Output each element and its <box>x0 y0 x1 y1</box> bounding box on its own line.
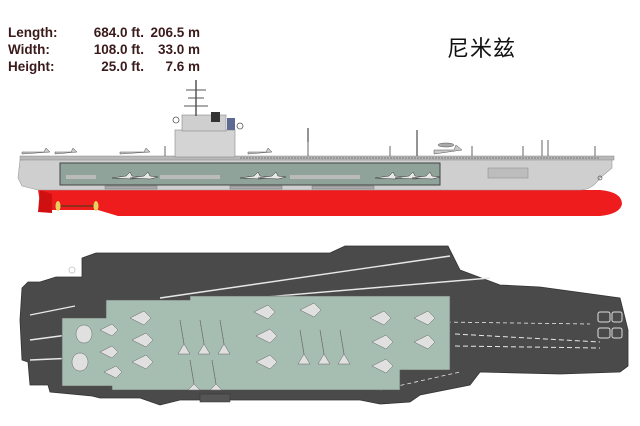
spec-feet: 684.0 ft. <box>93 25 144 40</box>
spec-feet: 25.0 ft. <box>101 59 144 74</box>
spec-label: Length: <box>8 25 58 40</box>
hangar-aircraft-top <box>71 302 436 391</box>
propeller-icon <box>93 201 99 211</box>
spec-length: Length: 684.0 ft. 206.5 m <box>8 24 200 41</box>
anchor-icon <box>597 175 603 181</box>
hangar-small-aircraft <box>66 175 360 179</box>
spec-label: Height: <box>8 59 55 74</box>
bow-markings <box>597 311 623 339</box>
spec-meters: 206.5 m <box>150 25 200 40</box>
spec-meters: 33.0 m <box>157 42 200 57</box>
spec-label: Width: <box>8 42 50 57</box>
spec-feet: 108.0 ft. <box>93 42 144 57</box>
spec-meters: 7.6 m <box>165 59 200 74</box>
antenna-top-icon <box>68 266 76 274</box>
island-top <box>199 393 231 403</box>
island-superstructure <box>172 80 244 158</box>
specifications-table: Length: 684.0 ft. 206.5 m Width: 108.0 f… <box>8 24 200 75</box>
spec-height: Height: 25.0 ft. 7.6 m <box>8 58 200 75</box>
elevator <box>311 185 375 190</box>
propeller-icon <box>55 201 61 211</box>
ship-name-title: 尼米兹 <box>447 37 517 62</box>
spec-width: Width: 108.0 ft. 33.0 m <box>8 41 200 58</box>
hangar-cutaway <box>59 162 441 186</box>
hangar-aircraft <box>111 171 441 180</box>
deck-aircraft <box>21 142 463 155</box>
hull-below-waterline <box>38 190 622 216</box>
antennas <box>164 128 596 156</box>
elevator <box>104 185 158 190</box>
elevator <box>229 185 283 190</box>
hangar-cutaway-top <box>61 295 451 391</box>
